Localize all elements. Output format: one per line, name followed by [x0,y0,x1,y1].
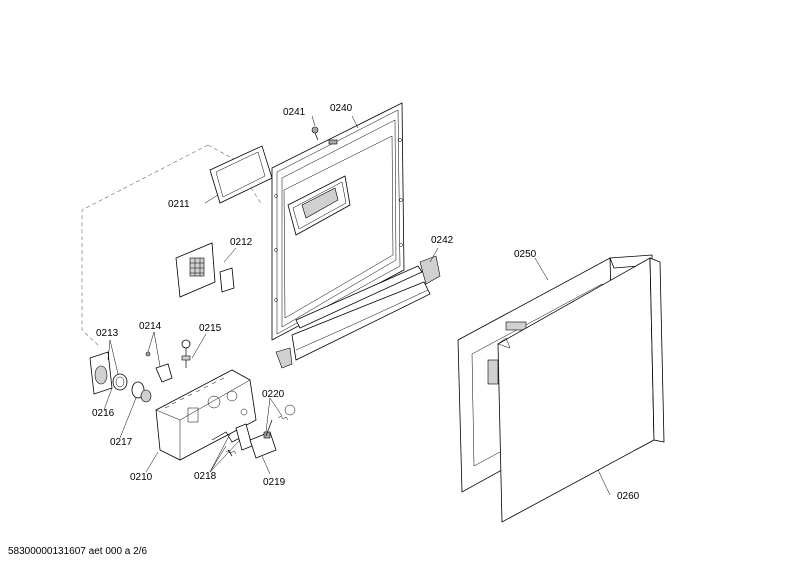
label-0260: 0260 [617,491,640,502]
leader-lines [103,115,611,496]
seal-cap [89,351,113,395]
label-0241: 0241 [283,107,306,118]
label-0215: 0215 [199,323,222,334]
label-0219: 0219 [263,477,286,488]
label-0240: 0240 [330,103,353,114]
label-0220: 0220 [262,389,285,400]
label-0217: 0217 [110,437,133,448]
screw-part [311,126,319,141]
switch-part [249,431,277,459]
o-rings [112,373,152,403]
levers [211,415,289,457]
label-0213: 0213 [96,328,119,339]
dispenser-unit [155,369,257,461]
document-footer-id: 58300000131607 aet 000 a 2/6 [8,546,148,557]
hinge-bar [275,255,441,369]
cover-plate [175,242,235,298]
small-fittings [145,339,191,383]
label-0242: 0242 [431,235,454,246]
label-0210: 0210 [130,472,153,483]
label-0250: 0250 [514,249,537,260]
label-0214: 0214 [139,321,162,332]
door-inner-panel [271,102,405,341]
front-panel [497,257,665,523]
label-0212: 0212 [230,237,253,248]
spring-part [265,404,296,437]
label-0218: 0218 [194,471,217,482]
label-0216: 0216 [92,408,115,419]
gasket-frame [209,145,273,204]
label-0211: 0211 [168,199,190,210]
